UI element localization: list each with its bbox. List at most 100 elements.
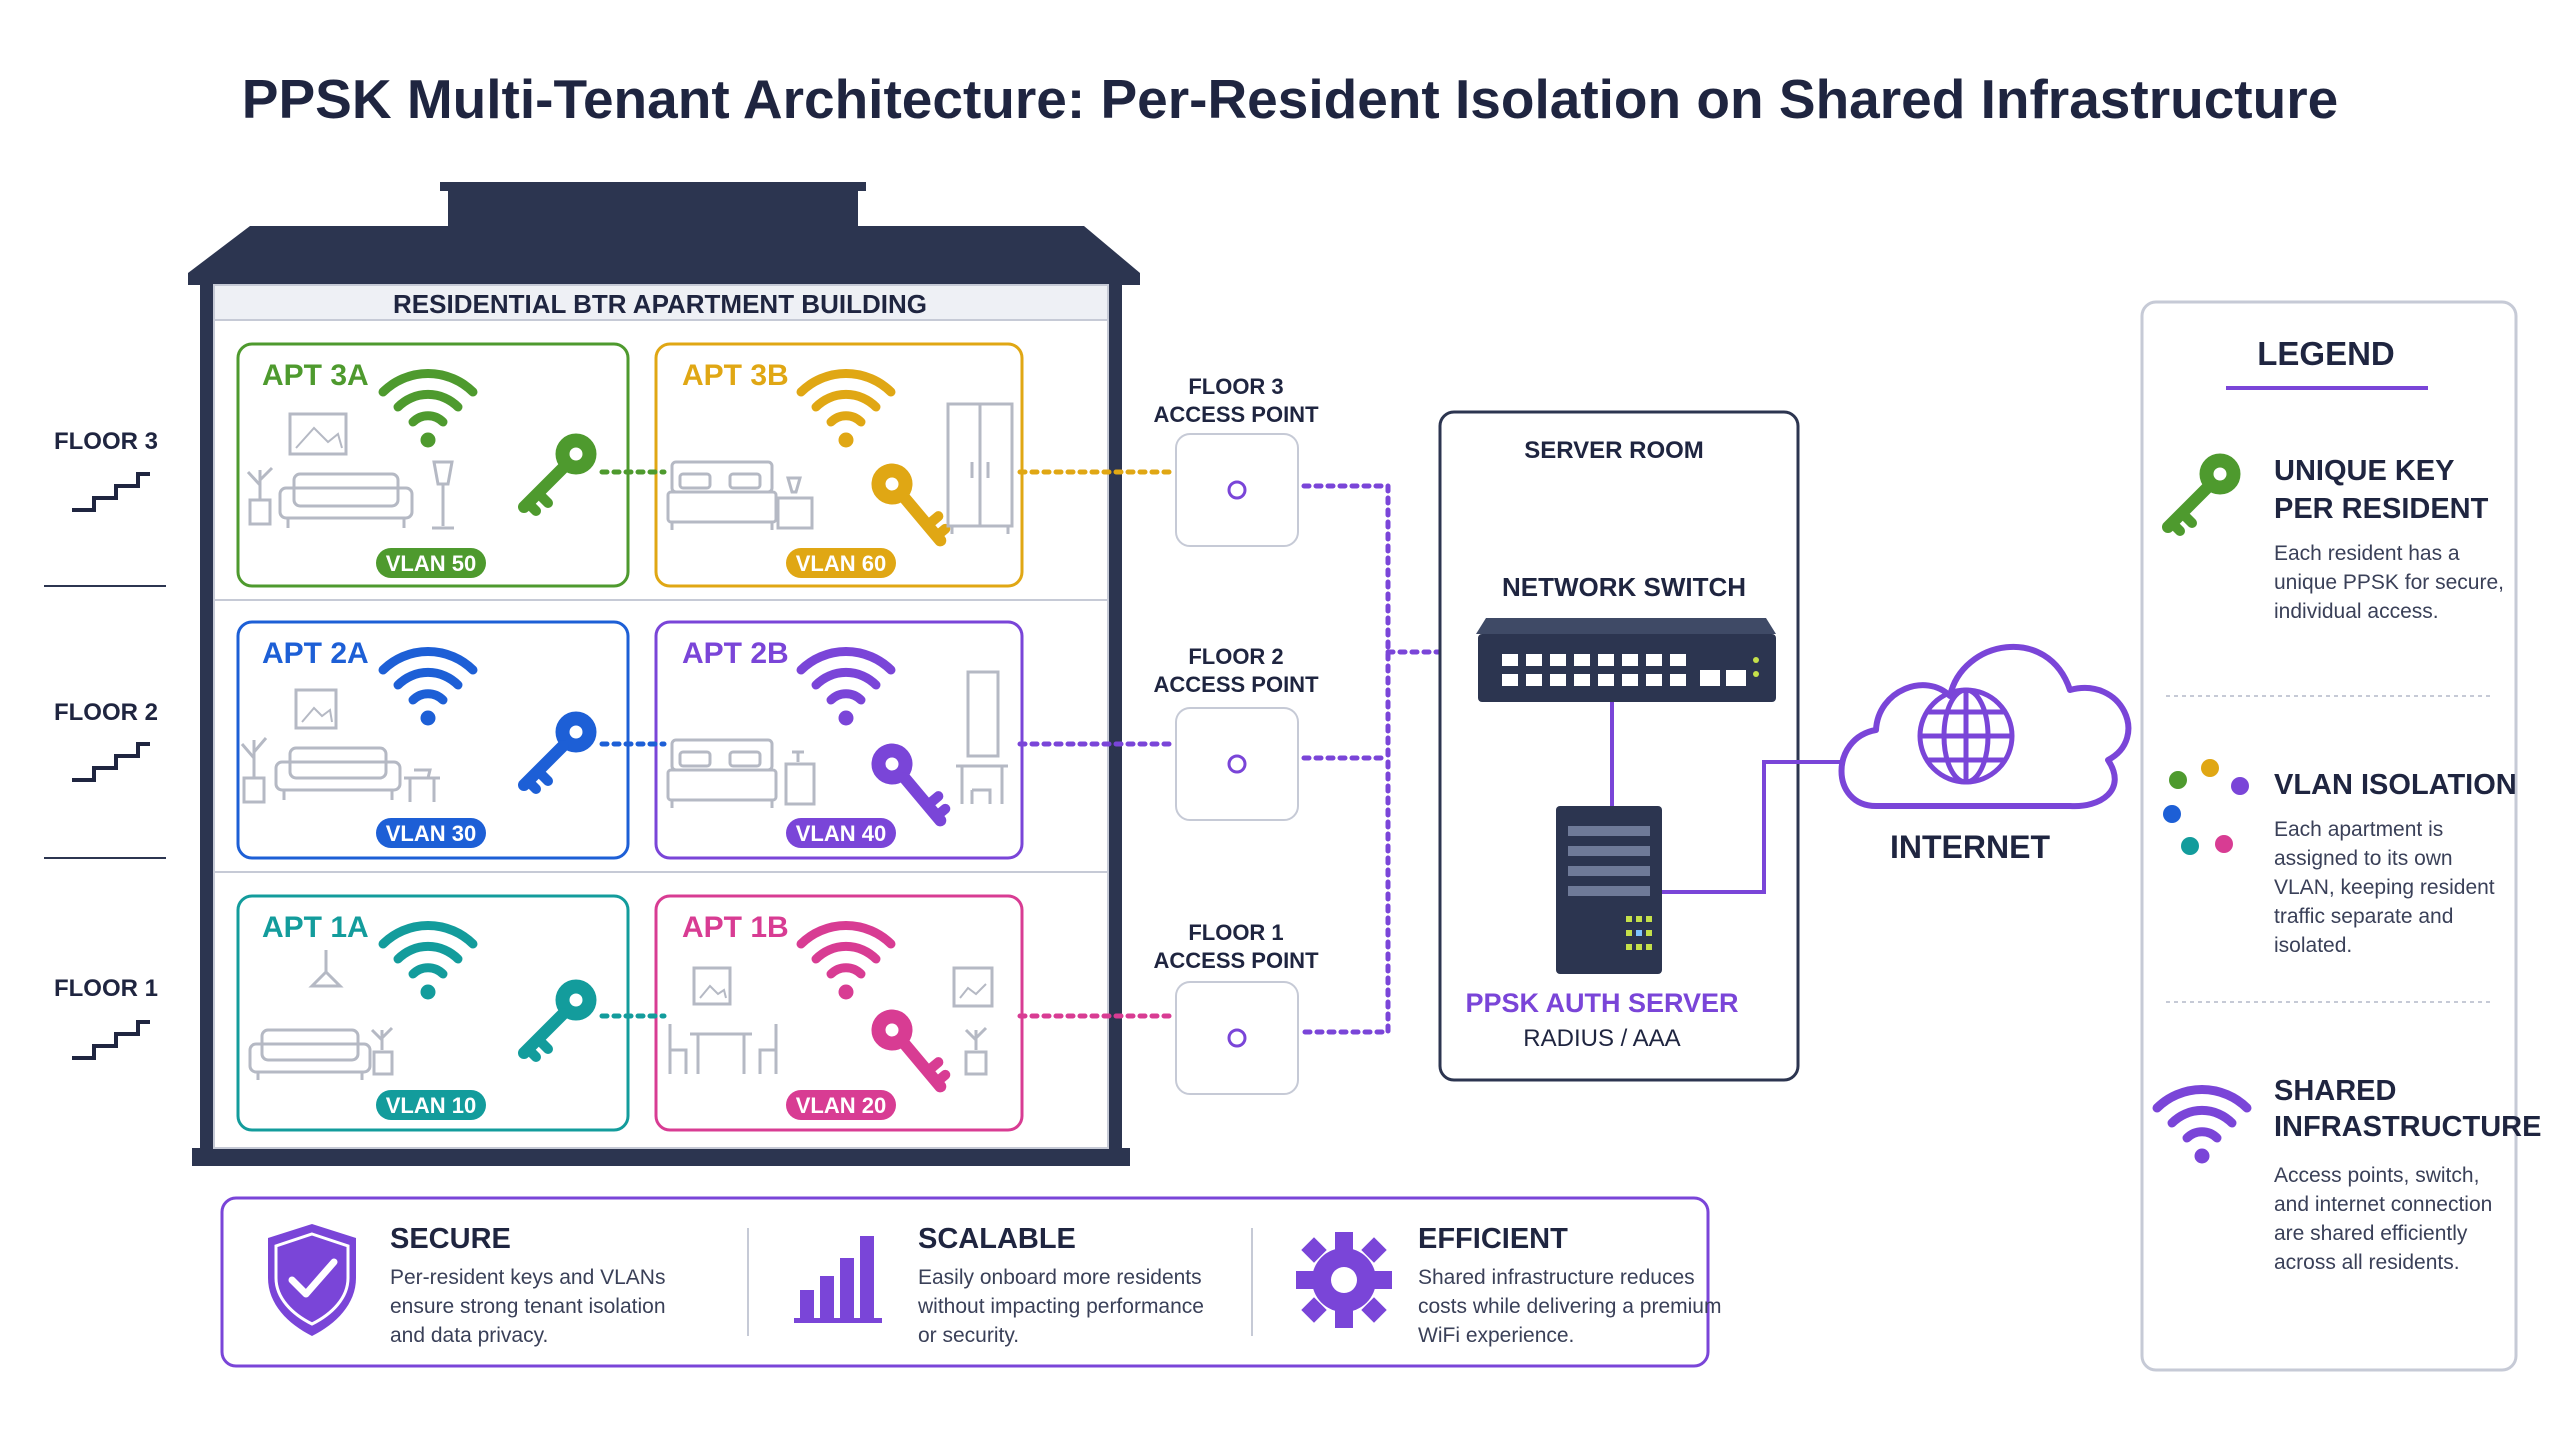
benefit-desc: without impacting performance	[917, 1295, 1204, 1318]
access-point-floor-1[interactable]	[1175, 981, 1299, 1095]
switch-label: NETWORK SWITCH	[1502, 572, 1746, 602]
plant-icon	[240, 737, 268, 804]
legend-item-desc: individual access.	[2274, 600, 2439, 623]
server-room-label: SERVER ROOM	[1524, 437, 1704, 464]
apartment-name: APT 2A	[262, 637, 369, 670]
ap-floor-1-sublabel: ACCESS POINT	[1153, 948, 1319, 973]
building-label: RESIDENTIAL BTR APARTMENT BUILDING	[393, 289, 927, 319]
legend-item-title: VLAN ISOLATION	[2274, 769, 2517, 801]
apartment-name: APT 1A	[262, 911, 369, 944]
auth-server-sublabel: RADIUS / AAA	[1523, 1025, 1680, 1052]
desk-icon	[956, 670, 1008, 804]
legend-item-desc: Each resident has a	[2274, 542, 2460, 565]
auth-server[interactable]	[1556, 806, 1662, 974]
stairs-icon	[70, 472, 152, 512]
apartment-name: APT 3A	[262, 359, 369, 392]
ap-floor-2-sublabel: ACCESS POINT	[1153, 672, 1319, 697]
lamp-icon	[432, 460, 454, 530]
sofa-icon	[278, 472, 414, 528]
picture-frame-icon	[288, 412, 348, 456]
apartment-2b: APT 2B VLAN 40	[654, 620, 1024, 860]
vlan-badge: VLAN 60	[796, 551, 886, 576]
legend-item-title: PER RESIDENT	[2274, 493, 2489, 525]
legend-item-desc: are shared efficiently	[2274, 1222, 2468, 1245]
apartment-3b: APT 3B VLAN 60	[654, 342, 1024, 588]
picture-frame-icon	[294, 688, 338, 730]
shield-check-icon	[268, 1224, 356, 1336]
benefit-desc: and data privacy.	[390, 1324, 548, 1347]
apartment-1b: APT 1B VLAN 20	[654, 894, 1024, 1132]
nightstand-icon	[776, 476, 814, 530]
benefit-desc: or security.	[918, 1324, 1019, 1347]
benefits-panel: SECURE Per-resident keys and VLANs ensur…	[220, 1196, 1721, 1368]
benefit-desc: Shared infrastructure reduces	[1418, 1266, 1695, 1289]
bar-chart-icon	[794, 1236, 882, 1323]
vlan-isolation-icon	[2163, 759, 2249, 855]
cloud-icon	[1838, 643, 2132, 810]
auth-server-label: PPSK AUTH SERVER	[1465, 988, 1738, 1018]
nightstand-icon	[784, 750, 816, 806]
benefit-desc: Easily onboard more residents	[918, 1266, 1202, 1289]
apartment-1a: APT 1A VLAN 10	[236, 894, 630, 1132]
vlan-badge: VLAN 30	[386, 821, 476, 846]
legend-item-desc: traffic separate and	[2274, 905, 2453, 928]
legend-item-desc: Access points, switch,	[2274, 1164, 2479, 1187]
dining-table-icon	[668, 1024, 778, 1074]
building-roof	[188, 226, 1140, 273]
plant-icon	[964, 1026, 988, 1076]
internet-label: INTERNET	[1890, 829, 2050, 865]
ap-floor-3-sublabel: ACCESS POINT	[1153, 402, 1319, 427]
globe-icon	[1917, 687, 2015, 785]
apartment-name: APT 3B	[682, 359, 789, 392]
legend-item-title: INFRASTRUCTURE	[2274, 1111, 2541, 1143]
apartment-name: APT 1B	[682, 911, 789, 944]
ap-floor-3-label: FLOOR 3	[1188, 374, 1283, 399]
legend-item-title: SHARED	[2274, 1075, 2396, 1107]
floor-1-label: FLOOR 1	[54, 975, 158, 1002]
benefit-title: SECURE	[390, 1223, 511, 1255]
ap-led-icon	[1227, 1028, 1247, 1048]
picture-frame-icon	[952, 966, 994, 1008]
access-point-floor-3[interactable]	[1175, 433, 1299, 547]
plant-icon	[246, 466, 274, 526]
benefit-desc: costs while delivering a premium	[1418, 1295, 1721, 1318]
gear-icon	[1296, 1232, 1392, 1328]
network-switch[interactable]	[1476, 618, 1776, 702]
floor-3-label: FLOOR 3	[54, 428, 158, 455]
ap-floor-1-label: FLOOR 1	[1188, 920, 1283, 945]
apartment-connections	[599, 469, 1175, 1019]
access-points: FLOOR 3 ACCESS POINT FLOOR 2 ACCESS POIN…	[1153, 374, 1319, 1095]
legend-item-desc: Each apartment is	[2274, 818, 2443, 841]
floor-2-label: FLOOR 2	[54, 699, 158, 726]
plant-icon	[370, 1026, 394, 1076]
access-point-floor-2[interactable]	[1175, 707, 1299, 821]
legend-item-desc: unique PPSK for secure,	[2274, 571, 2504, 594]
internet-cloud[interactable]: INTERNET	[1838, 643, 2132, 865]
sofa-icon	[248, 1028, 372, 1080]
bed-icon	[666, 460, 778, 530]
wardrobe-icon	[946, 402, 1014, 534]
benefit-desc: Per-resident keys and VLANs	[390, 1266, 665, 1289]
legend-title: LEGEND	[2257, 335, 2395, 372]
legend-item-desc: across all residents.	[2274, 1251, 2460, 1274]
bed-icon	[666, 738, 778, 808]
floor-labels: FLOOR 3 FLOOR 2 FLOOR 1	[44, 428, 166, 1060]
vlan-badge: VLAN 50	[386, 551, 476, 576]
apartment-name: APT 2B	[682, 637, 789, 670]
benefit-title: SCALABLE	[918, 1223, 1076, 1255]
vlan-badge: VLAN 10	[386, 1093, 476, 1118]
side-table-icon	[404, 768, 440, 802]
vlan-badge: VLAN 40	[796, 821, 886, 846]
legend-item-title: UNIQUE KEY	[2274, 455, 2454, 487]
benefit-desc: WiFi experience.	[1418, 1324, 1574, 1347]
page-title: PPSK Multi-Tenant Architecture: Per-Resi…	[242, 68, 2338, 130]
ap-led-icon	[1227, 480, 1247, 500]
legend-item-desc: assigned to its own	[2274, 847, 2453, 870]
server-room: SERVER ROOM NETWORK SWITCH PPSK AUTH SER…	[1438, 410, 1800, 1082]
ap-floor-2-label: FLOOR 2	[1188, 644, 1283, 669]
apartment-2a: APT 2A VLAN 30	[236, 620, 630, 860]
legend-item-desc: and internet connection	[2274, 1193, 2492, 1216]
legend-panel: LEGEND UNIQUE KEY PER RESIDENT Each resi…	[2140, 300, 2541, 1372]
